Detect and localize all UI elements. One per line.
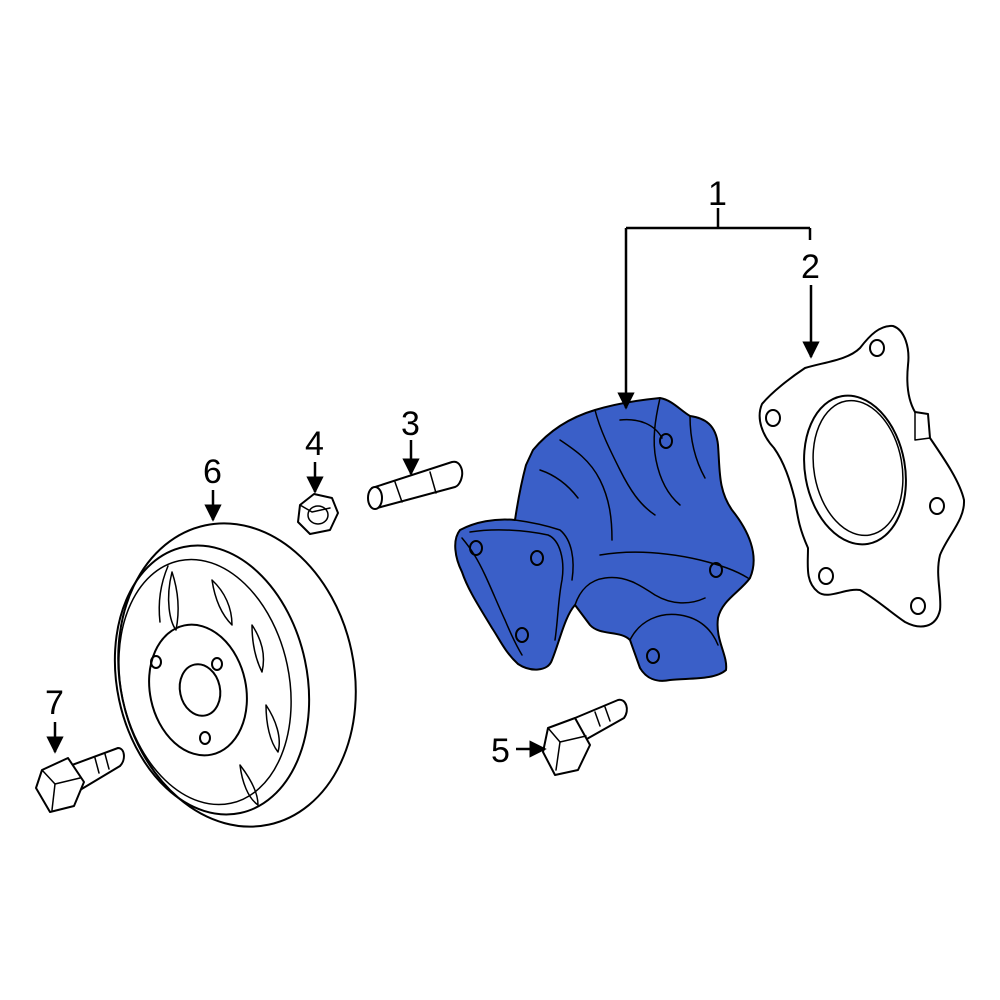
callout-2: 2	[801, 248, 820, 359]
callout-1: 1	[617, 175, 812, 410]
callout-4-label: 4	[305, 425, 324, 463]
water-pump-body	[454, 397, 755, 682]
nut-part[interactable]	[297, 493, 339, 535]
bolt-5-part[interactable]	[542, 698, 628, 776]
callout-2-label: 2	[801, 248, 820, 286]
gasket-part[interactable]	[758, 324, 966, 628]
callout-3-label: 3	[401, 405, 420, 443]
pulley-part[interactable]	[91, 501, 384, 849]
bolt-7-part[interactable]	[35, 747, 125, 813]
callout-7: 7	[45, 684, 64, 754]
callout-5-label: 5	[491, 732, 510, 770]
callout-3: 3	[401, 405, 420, 476]
callout-4: 4	[305, 425, 324, 494]
stud-part[interactable]	[367, 460, 464, 510]
water-pump-part[interactable]	[454, 397, 755, 682]
callout-6-label: 6	[203, 453, 222, 491]
callout-1-label: 1	[708, 175, 727, 213]
callout-7-label: 7	[45, 684, 64, 722]
callout-6: 6	[203, 453, 222, 522]
callout-5: 5	[491, 732, 547, 770]
